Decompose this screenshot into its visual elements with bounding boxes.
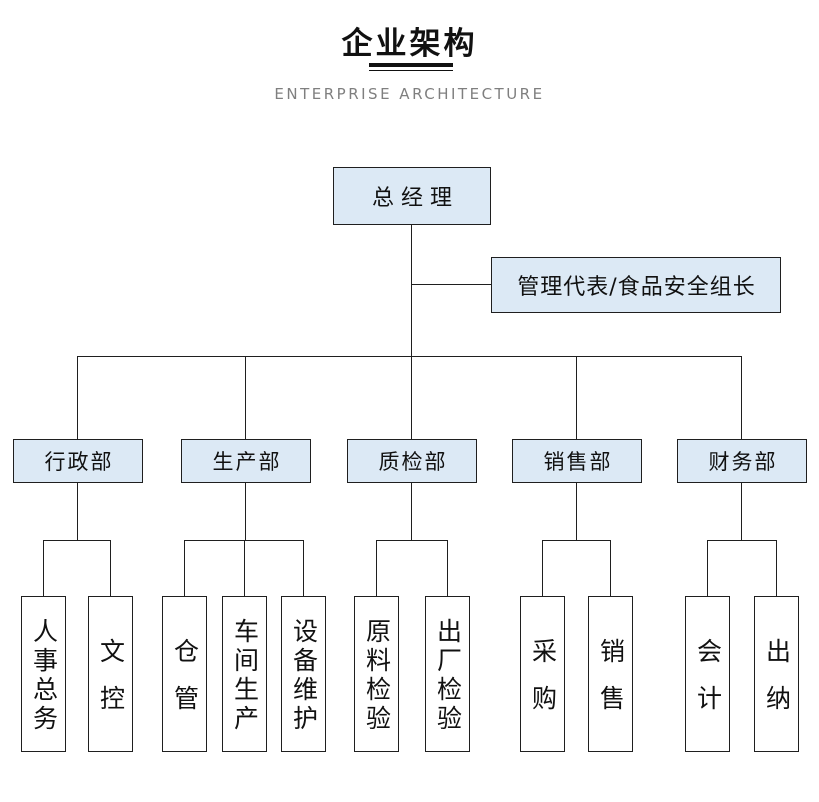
- page-subtitle: ENTERPRISE ARCHITECTURE: [274, 85, 545, 103]
- connector-child-drop-3: [184, 540, 185, 597]
- connector-child-drop-11: [776, 540, 777, 597]
- connector-child-drop-10: [707, 540, 708, 597]
- connector-dept-stem-1: [77, 483, 78, 541]
- node-workshop-production: 车间生产: [222, 596, 267, 752]
- node-sales: 销售: [588, 596, 633, 752]
- node-accounting: 会计: [685, 596, 730, 752]
- connector-dept-stem-5: [741, 483, 742, 541]
- node-admin-dept: 行政部: [13, 439, 143, 483]
- connector-dept-stem-4: [576, 483, 577, 541]
- node-production-dept: 生产部: [181, 439, 311, 483]
- node-document-control: 文控: [88, 596, 133, 752]
- connector-dept-drop-5: [741, 356, 742, 439]
- connector-level1-bus: [77, 356, 742, 357]
- connector-child-drop-8: [542, 540, 543, 597]
- node-raw-material-inspection: 原料检验: [354, 596, 399, 752]
- connector-trunk: [411, 225, 412, 357]
- connector-group-bus-4: [542, 540, 611, 541]
- node-hr-general-affairs: 人事总务: [21, 596, 66, 752]
- connector-dept-drop-3: [411, 356, 412, 439]
- connector-group-bus-5: [707, 540, 777, 541]
- node-outgoing-inspection: 出厂检验: [425, 596, 470, 752]
- connector-child-drop-6: [376, 540, 377, 597]
- node-procurement: 采购: [520, 596, 565, 752]
- connector-dept-stem-2: [245, 483, 246, 541]
- page-title: 企业架构: [341, 26, 478, 62]
- connector-child-drop-9: [610, 540, 611, 597]
- node-sales-dept: 销售部: [512, 439, 642, 483]
- connector-child-drop-4: [244, 540, 245, 597]
- connector-child-drop-2: [110, 540, 111, 597]
- connector-dept-drop-2: [245, 356, 246, 439]
- connector-group-bus-3: [376, 540, 448, 541]
- connector-group-bus-1: [43, 540, 111, 541]
- node-equipment-maintenance: 设备维护: [281, 596, 326, 752]
- node-cashier: 出纳: [754, 596, 799, 752]
- node-qc-dept: 质检部: [347, 439, 477, 483]
- connector-dept-drop-4: [576, 356, 577, 439]
- node-warehouse-management: 仓管: [162, 596, 207, 752]
- title-underline: [369, 63, 453, 71]
- connector-dept-stem-3: [411, 483, 412, 541]
- node-general-manager: 总经理: [333, 167, 491, 225]
- connector-dept-drop-1: [77, 356, 78, 439]
- node-management-representative: 管理代表/食品安全组长: [491, 257, 781, 313]
- connector-child-drop-7: [447, 540, 448, 597]
- connector-staff-branch: [412, 284, 491, 285]
- connector-child-drop-1: [43, 540, 44, 597]
- node-finance-dept: 财务部: [677, 439, 807, 483]
- connector-child-drop-5: [303, 540, 304, 597]
